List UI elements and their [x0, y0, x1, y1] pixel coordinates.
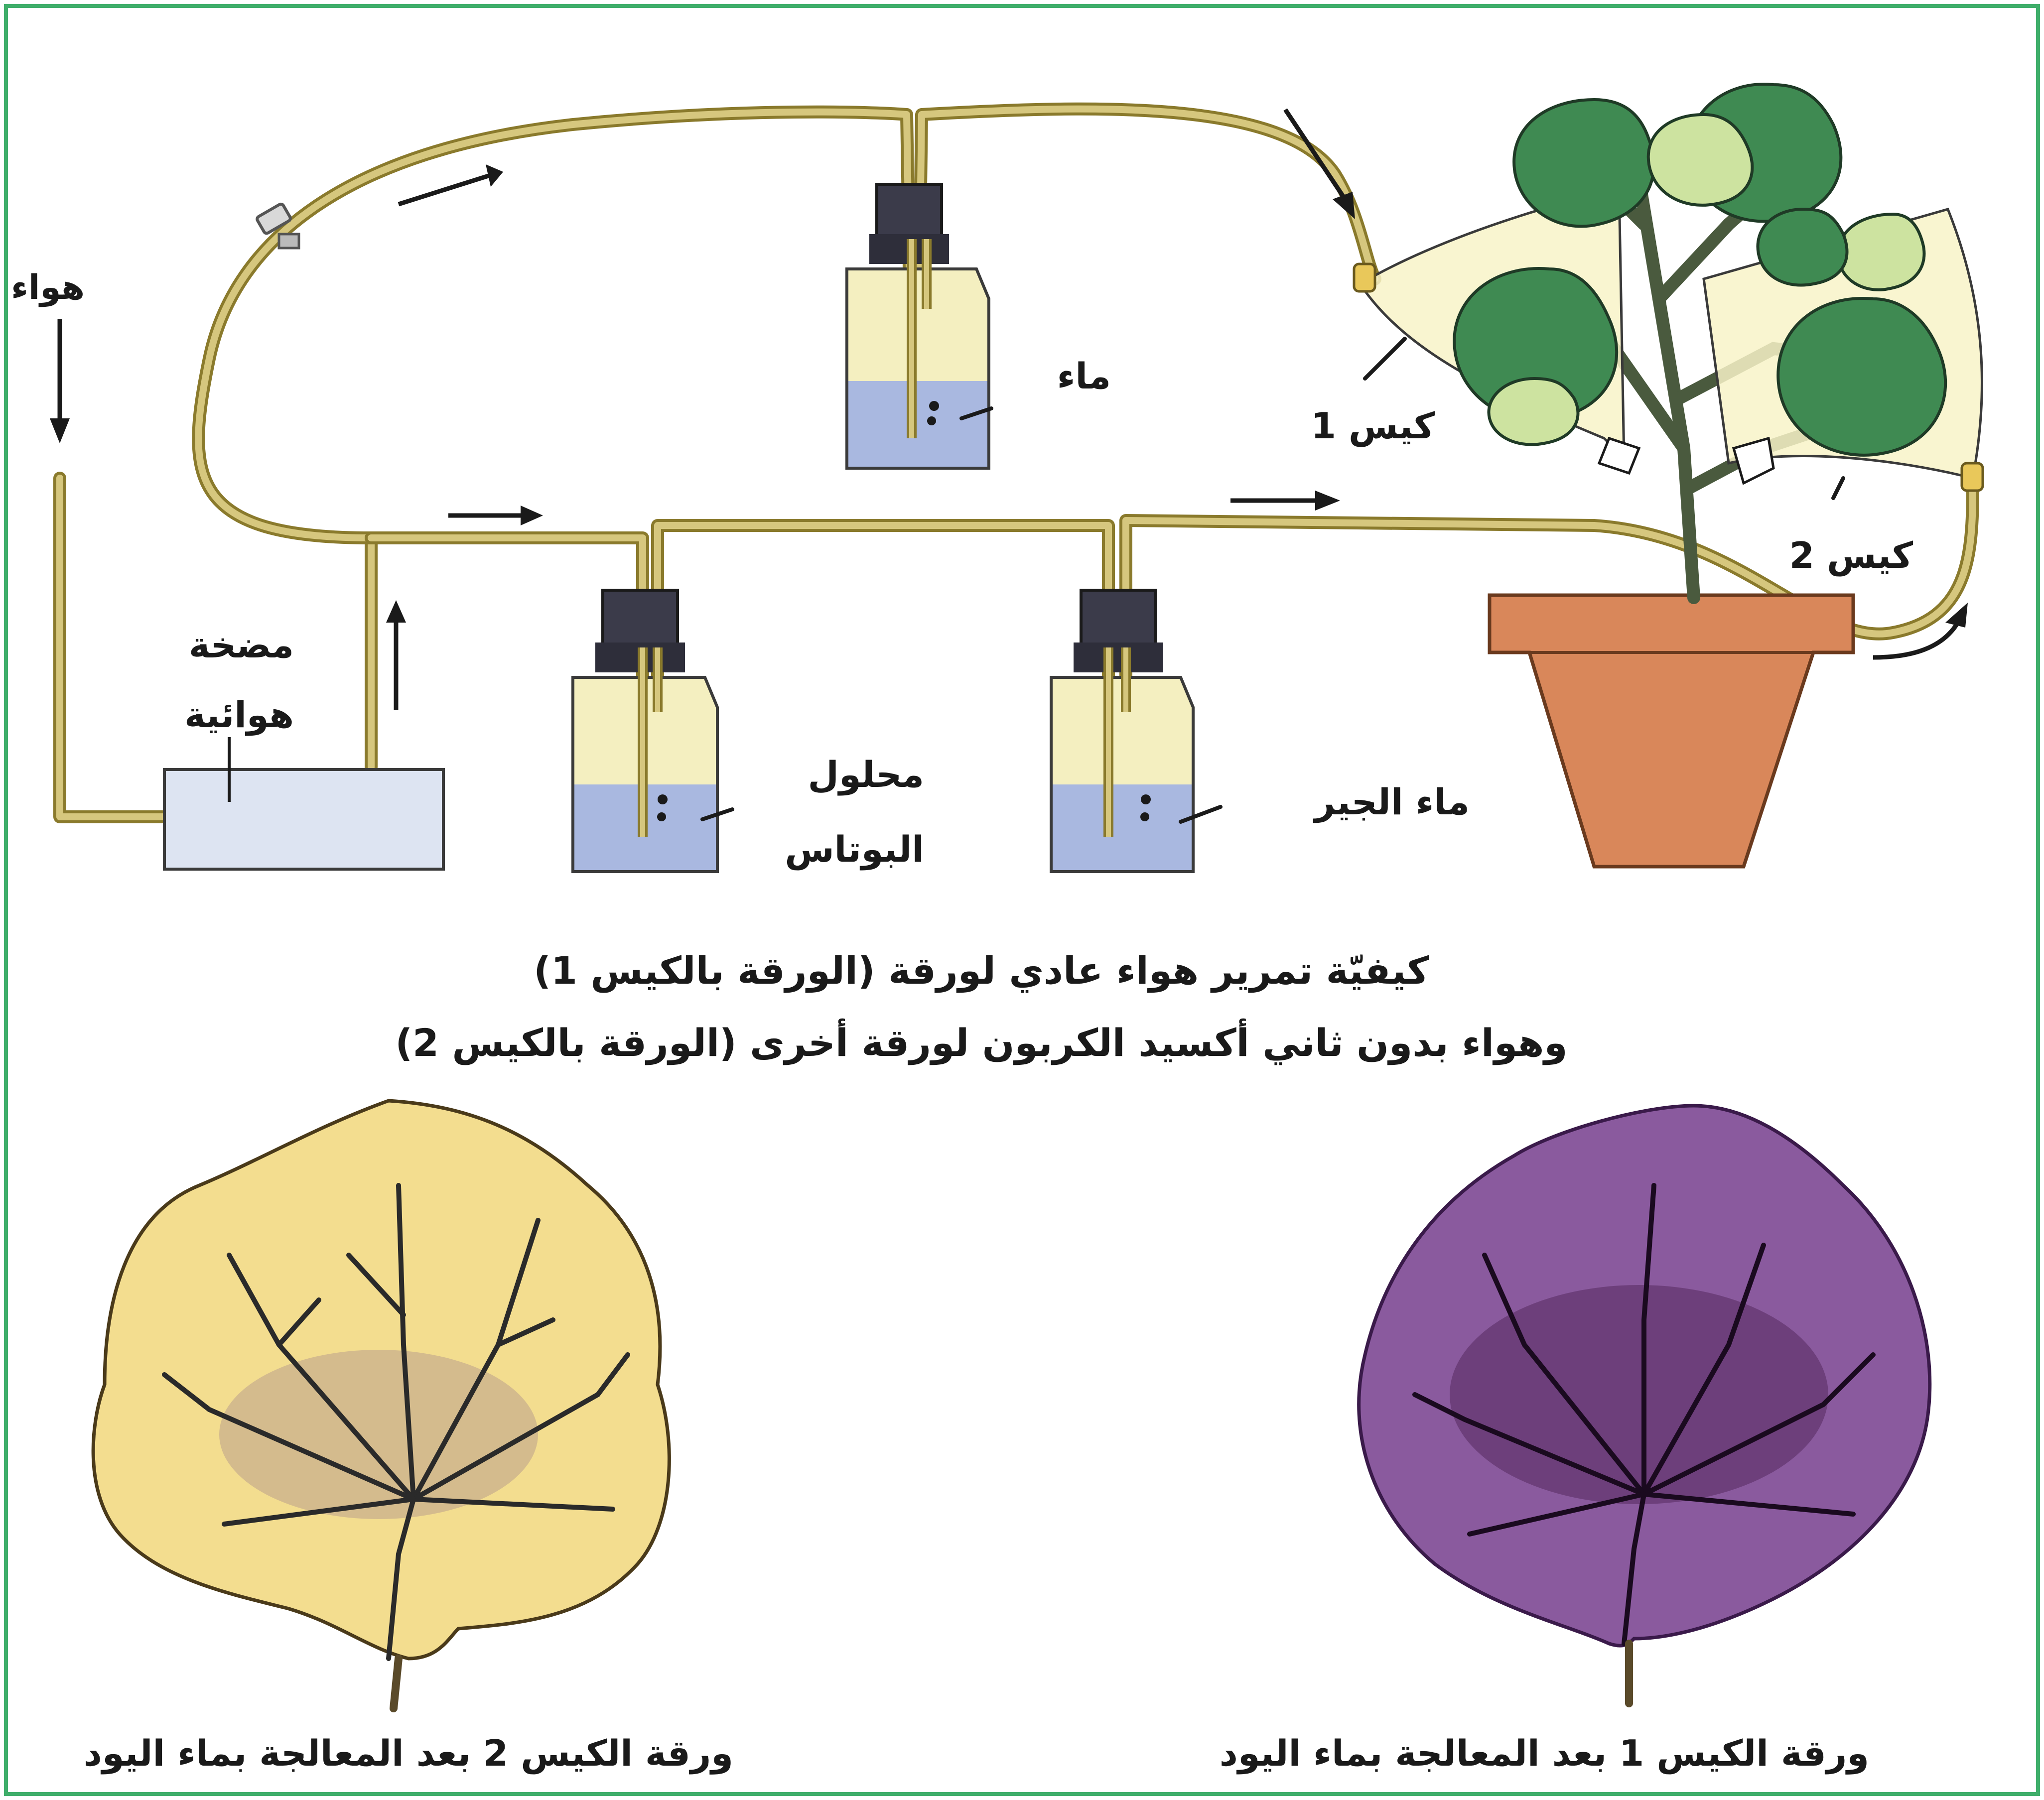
- label-water: ماء: [1057, 355, 1111, 397]
- caption-line-2: وهواء بدون ثاني أكسيد الكربون لورقة أخرى…: [395, 1018, 1567, 1065]
- label-limewater: ماء الجير: [1313, 781, 1470, 823]
- caption-line-1: كيفيّة تمرير هواء عادي لورقة (الورقة بال…: [534, 948, 1429, 993]
- leaf-bag-2: [93, 1101, 669, 1708]
- leaf-2-caption: ورقة الكيس 2 بعد المعالجة بماء اليود: [84, 1732, 733, 1775]
- label-bag-1: كيس 1: [1311, 405, 1435, 447]
- arrow-icon: [1230, 491, 1340, 511]
- arrow-icon: [50, 319, 70, 443]
- upper-loop-tube: [198, 112, 912, 538]
- water-jar: [847, 184, 989, 468]
- label-air: هواء: [11, 268, 85, 307]
- potash-jar: [573, 590, 717, 872]
- label-pump-1: مضخة: [189, 624, 294, 666]
- to-bag1-tube: [919, 109, 1375, 299]
- air-pump: [164, 737, 443, 869]
- label-pump-2: هوائية: [184, 694, 294, 736]
- label-potash-2: البوتاس: [785, 828, 924, 871]
- arrow-icon: [399, 164, 503, 204]
- label-potash-1: محلول: [808, 754, 924, 796]
- label-bag-2: كيس 2: [1789, 534, 1913, 576]
- limewater-jar: [1051, 590, 1193, 872]
- arrow-icon: [1285, 110, 1355, 219]
- arrow-icon: [448, 506, 543, 525]
- flower-pot: [1490, 595, 1853, 867]
- inlet-tube: [60, 478, 164, 817]
- leaf-bag-1: [1359, 1106, 1930, 1703]
- leaf-1-caption: ورقة الكيس 1 بعد المعالجة بماء اليود: [1220, 1732, 1869, 1775]
- potted-plant: [1354, 84, 1983, 867]
- arrow-icon: [386, 600, 406, 710]
